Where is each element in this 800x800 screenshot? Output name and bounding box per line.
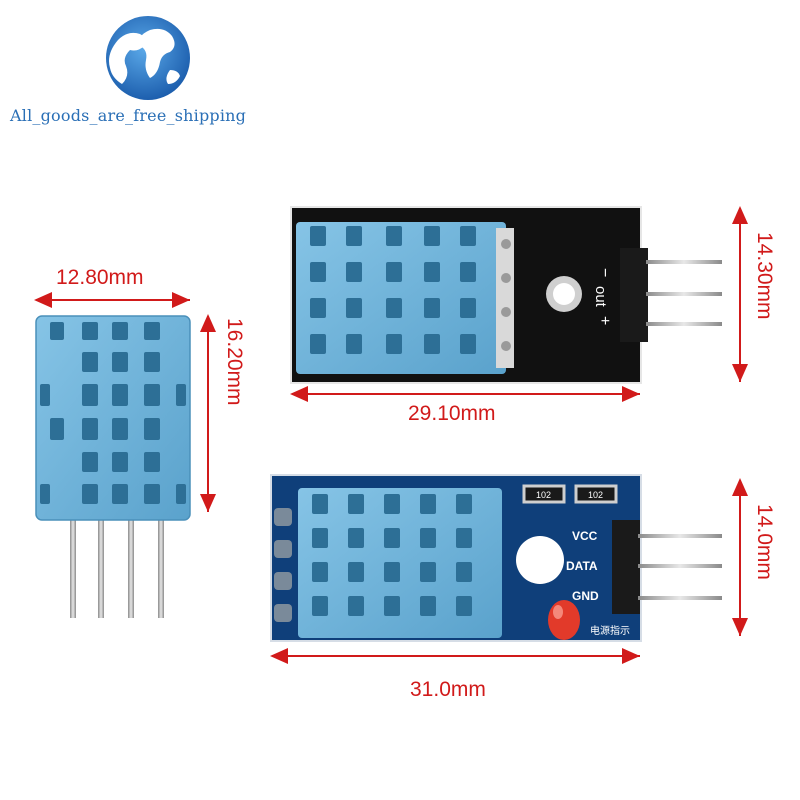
module2-pin-vcc: VCC [572, 529, 598, 543]
sensor-width-label: 12.80mm [56, 266, 144, 289]
sensor-height-label: 16.20mm [223, 318, 246, 406]
module-blue [270, 474, 722, 642]
module2-height-label: 14.0mm [753, 504, 776, 580]
module2-pin-gnd: GND [572, 589, 599, 603]
module1-pin-minus: − [596, 268, 613, 277]
module2-width-label: 31.0mm [410, 678, 486, 701]
module2-silkscreen: 电源指示 [590, 624, 630, 637]
module1-width-label: 29.10mm [408, 402, 496, 425]
module1-height-label: 14.30mm [753, 232, 776, 320]
module2-pin-data: DATA [566, 559, 598, 573]
module-black [290, 206, 722, 384]
module1-pin-plus: + [596, 316, 613, 325]
dht11-sensor [35, 315, 191, 618]
watermark-text: All_goods_are_free_shipping [10, 106, 247, 125]
module2-resistor-1: 102 [536, 490, 551, 500]
module1-pin-out: out [592, 286, 609, 308]
module2-resistor-2: 102 [588, 490, 603, 500]
